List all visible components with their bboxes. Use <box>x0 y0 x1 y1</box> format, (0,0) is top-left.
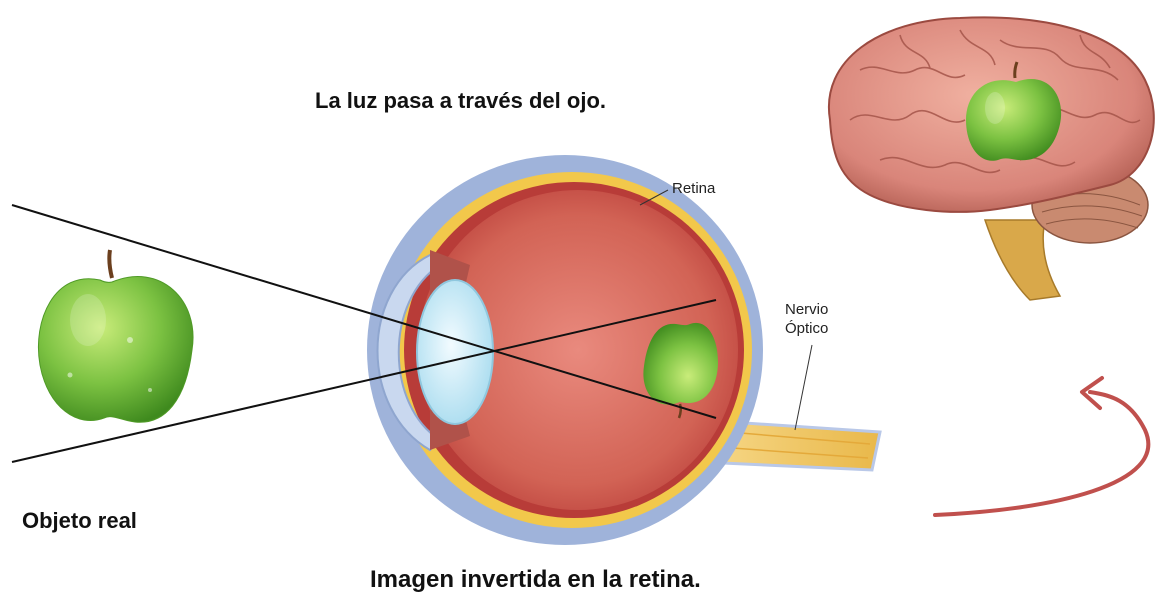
real-object-caption: Objeto real <box>22 508 137 534</box>
optic-nerve-label-line1: Nervio <box>785 300 828 319</box>
nerve-leader-line <box>795 345 812 430</box>
light-path-caption: La luz pasa a través del ojo. <box>315 88 606 114</box>
curved-arrow-icon <box>935 378 1148 515</box>
real-apple-icon <box>38 250 193 422</box>
retina-label: Retina <box>672 179 715 198</box>
optic-nerve-label-line2: Óptico <box>785 319 828 338</box>
brain-illustration <box>829 17 1154 300</box>
optic-nerve-label: Nervio Óptico <box>785 300 828 338</box>
inverted-image-caption: Imagen invertida en la retina. <box>370 566 701 594</box>
eye-cross-section <box>367 155 880 545</box>
